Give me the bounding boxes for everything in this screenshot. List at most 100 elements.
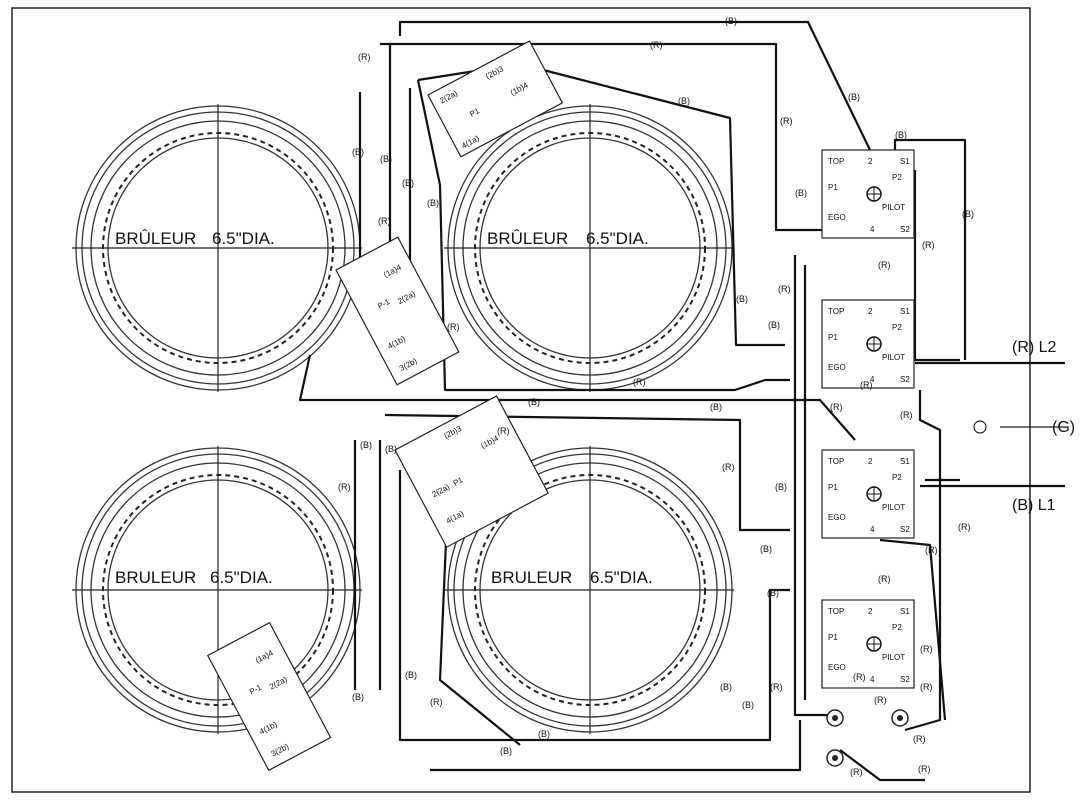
wire-label: (R) — [850, 767, 863, 777]
wire-label: (B) — [895, 130, 907, 140]
wire-label: (R) — [860, 380, 873, 390]
svg-text:EGO: EGO — [828, 513, 846, 522]
wire-label: (B) — [760, 544, 772, 554]
wire-label: (R) — [878, 574, 891, 584]
svg-text:S1: S1 — [900, 607, 910, 616]
wire-label: (B) — [768, 320, 780, 330]
burner-label: BRÛLEUR — [115, 229, 196, 248]
switch-1: TOP P1 EGO 2 P2 S1 PILOT 4 S2 — [821, 149, 915, 239]
svg-text:EGO: EGO — [828, 663, 846, 672]
wire-label: (B) — [528, 397, 540, 407]
svg-text:4: 4 — [870, 225, 875, 234]
wire-label: (R) — [378, 216, 391, 226]
wire-label: (B) — [402, 178, 414, 188]
svg-text:S2: S2 — [900, 375, 910, 384]
wire-label: (B) — [427, 198, 439, 208]
svg-text:P2: P2 — [892, 173, 902, 182]
wire-label: (B) — [775, 482, 787, 492]
svg-text:EGO: EGO — [828, 213, 846, 222]
wire-label: (R) — [920, 644, 933, 654]
svg-text:4: 4 — [870, 525, 875, 534]
svg-text:TOP: TOP — [828, 157, 844, 166]
burner-bottom-right: BRULEUR 6.5"DIA. — [444, 446, 734, 734]
terminal-block-left-top: (1a)4 P-1 2(2a) 4(1b) 3(2b) — [335, 236, 460, 386]
wire-label: (B) — [710, 402, 722, 412]
svg-text:4: 4 — [870, 375, 875, 384]
wire-label: (R) — [633, 377, 646, 387]
wire-label: (B) — [380, 154, 392, 164]
wire-label: (R) — [878, 260, 891, 270]
wire-label: (B) — [678, 96, 690, 106]
svg-text:P1: P1 — [452, 475, 465, 488]
svg-text:P2: P2 — [892, 473, 902, 482]
wire-label: (B) — [725, 16, 737, 26]
wire-label: (B) — [962, 209, 974, 219]
wire-label: (B) — [405, 670, 417, 680]
burner-top-left: BRÛLEUR 6.5"DIA. — [72, 104, 362, 392]
burner-size: 6.5"DIA. — [212, 229, 275, 248]
svg-text:PILOT: PILOT — [882, 503, 905, 512]
burner-size: 6.5"DIA. — [590, 568, 653, 587]
svg-text:S1: S1 — [900, 307, 910, 316]
svg-text:S1: S1 — [900, 157, 910, 166]
wire-label: (B) — [742, 700, 754, 710]
wire-label: (R) — [430, 697, 443, 707]
svg-text:EGO: EGO — [828, 363, 846, 372]
wire-label: (B) — [360, 440, 372, 450]
svg-text:P2: P2 — [892, 323, 902, 332]
wire-label: (B) — [385, 444, 397, 454]
svg-text:PILOT: PILOT — [882, 203, 905, 212]
ground-screw-icon — [973, 420, 987, 434]
burner-label: BRULEUR — [491, 568, 572, 587]
svg-text:S2: S2 — [900, 225, 910, 234]
burner-label: BRÛLEUR — [487, 229, 568, 248]
wire-label: (R) — [830, 402, 843, 412]
switch-2: TOP P1 EGO 2 P2 S1 PILOT 4 S2 — [821, 299, 915, 389]
svg-text:2: 2 — [868, 607, 873, 616]
svg-text:P2: P2 — [892, 623, 902, 632]
wire-label: (B) — [538, 729, 550, 739]
wire-label: (R) — [447, 322, 460, 332]
wire-label: (B) — [720, 682, 732, 692]
wire-label: (B) — [736, 294, 748, 304]
wire-label: (B) — [352, 147, 364, 157]
burner-label: BRULEUR — [115, 568, 196, 587]
svg-text:2: 2 — [868, 457, 873, 466]
wiring — [298, 20, 1065, 782]
wire-label: (B) — [352, 692, 364, 702]
wire-label: (R) — [338, 482, 351, 492]
terminal-block-left-bottom: (1a)4 P-1 2(2a) 4(1b) 3(2b) — [206, 621, 332, 772]
svg-text:P1: P1 — [468, 106, 481, 119]
svg-text:4: 4 — [870, 675, 875, 684]
svg-text:S1: S1 — [900, 457, 910, 466]
burner-size: 6.5"DIA. — [586, 229, 649, 248]
wire-label: (B) — [767, 588, 779, 598]
wire-label: (R) — [650, 40, 663, 50]
svg-text:P1: P1 — [828, 333, 838, 342]
svg-text:2: 2 — [868, 307, 873, 316]
wire-label: (R) — [925, 545, 938, 555]
burner-bottom-left: BRULEUR 6.5"DIA. — [72, 446, 362, 734]
wire-label: (R) — [358, 52, 371, 62]
svg-text:TOP: TOP — [828, 607, 844, 616]
wire-label: (R) — [958, 522, 971, 532]
wire-label: (B) — [500, 746, 512, 756]
wire-label: (R) — [780, 116, 793, 126]
wire-label: (B) — [848, 92, 860, 102]
svg-text:P1: P1 — [828, 483, 838, 492]
svg-text:PILOT: PILOT — [882, 353, 905, 362]
wire-label: (R) — [497, 426, 510, 436]
wire-label: (R) — [722, 462, 735, 472]
ground-connection-label: (G) — [1052, 419, 1075, 436]
switch-3: TOP P1 EGO 2 P2 S1 PILOT 4 S2 — [821, 449, 915, 539]
svg-text:TOP: TOP — [828, 307, 844, 316]
burner-size: 6.5"DIA. — [210, 568, 273, 587]
svg-text:2: 2 — [868, 157, 873, 166]
svg-text:PILOT: PILOT — [882, 653, 905, 662]
wire-label: (R) — [874, 695, 887, 705]
wire-label: (R) — [922, 240, 935, 250]
l2-connection-label: (R) L2 — [1012, 339, 1057, 356]
wire-labels: (B) (R) (R) (B) (B) (R) (B) (B) (B) (B) … — [338, 16, 974, 777]
